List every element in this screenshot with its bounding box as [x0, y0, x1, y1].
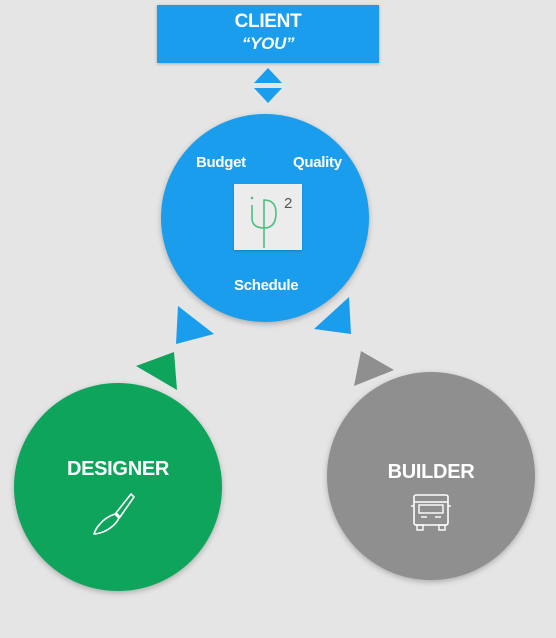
- ip2-logo: 2: [234, 184, 302, 250]
- arrow-center-to-builder: [314, 297, 351, 334]
- arrow-down-to-center: [254, 88, 282, 103]
- client-title: CLIENT: [234, 11, 302, 32]
- arrow-designer-to-center: [136, 352, 177, 390]
- paintbrush-icon: [91, 491, 137, 537]
- builder-circle: BUILDER: [327, 372, 535, 580]
- arrow-up-to-client: [254, 68, 282, 83]
- designer-circle: DESIGNER: [14, 383, 222, 591]
- designer-label: DESIGNER: [66, 458, 170, 480]
- budget-label: Budget: [196, 154, 246, 171]
- arrow-center-to-designer: [176, 306, 214, 344]
- arrow-builder-to-center: [354, 351, 394, 386]
- schedule-label: Schedule: [234, 277, 299, 294]
- quality-label: Quality: [293, 154, 342, 171]
- client-box: CLIENT “YOU”: [157, 5, 379, 63]
- ip2-logo-icon: 2: [250, 195, 292, 248]
- center-circle: Budget Quality 2 Schedule: [161, 114, 369, 322]
- builder-label: BUILDER: [387, 461, 475, 483]
- client-subtitle: “YOU”: [241, 34, 295, 53]
- truck-icon: [411, 493, 451, 533]
- logo-superscript: 2: [284, 195, 292, 212]
